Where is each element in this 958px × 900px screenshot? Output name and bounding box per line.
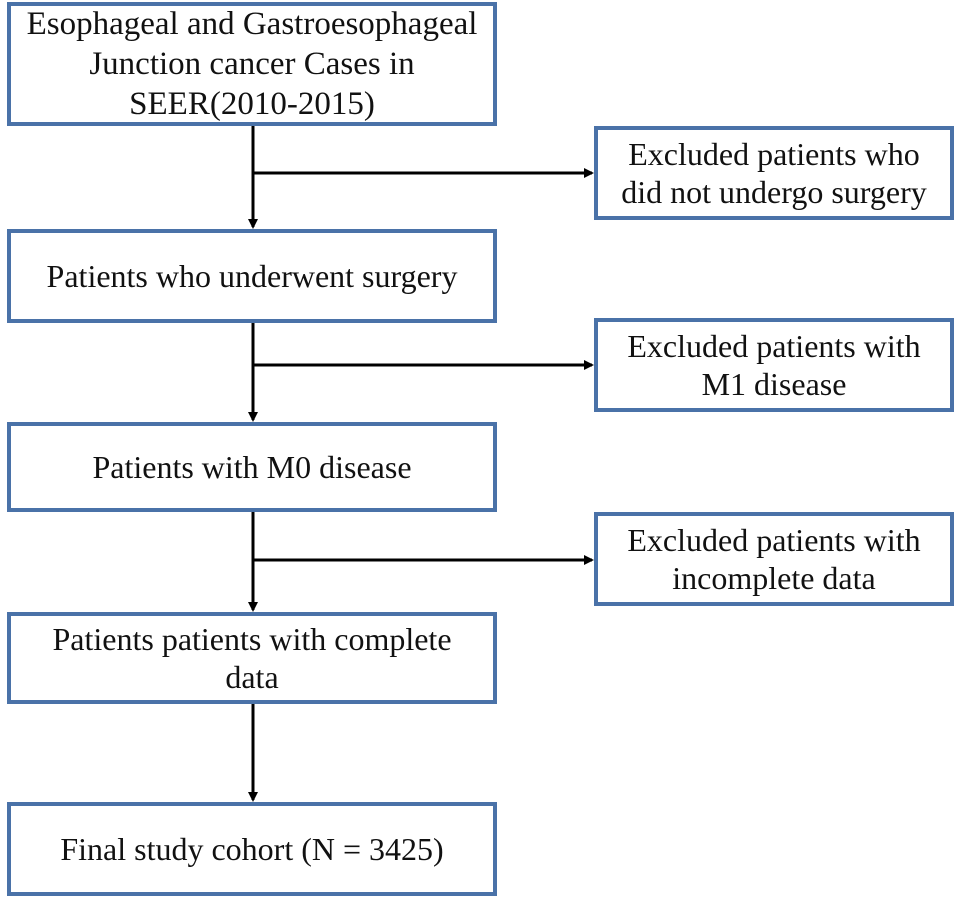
box-initial-cases-line2: Junction cancer Cases in — [89, 45, 415, 82]
box-excluded-m1-line2: M1 disease — [701, 366, 847, 402]
box-complete-data-line2: data — [225, 659, 279, 695]
box-final-cohort-line1: Final study cohort (N = 3425) — [60, 830, 444, 867]
box-excluded-no-surgery-line1: Excluded patients who — [628, 135, 920, 172]
box-excluded-no-surgery: Excluded patients who did not undergo su… — [594, 126, 954, 220]
box-initial-cases: Esophageal and Gastroesophageal Junction… — [7, 2, 497, 126]
box-excluded-m1: Excluded patients with M1 disease — [594, 318, 954, 412]
box-complete-data-line1: Patients patients with complete — [52, 620, 452, 657]
box-initial-cases-line3: SEER(2010-2015) — [129, 86, 375, 123]
box-m0-disease: Patients with M0 disease — [7, 422, 497, 512]
box-excluded-incomplete: Excluded patients with incomplete data — [594, 512, 954, 606]
box-initial-cases-line1: Esophageal and Gastroesophageal — [26, 5, 478, 42]
box-underwent-surgery-line1: Patients who underwent surgery — [46, 257, 458, 294]
box-complete-data: Patients patients with complete data — [7, 612, 497, 704]
box-excluded-no-surgery-line2: did not undergo surgery — [621, 174, 927, 210]
box-m0-disease-line1: Patients with M0 disease — [92, 448, 412, 485]
box-excluded-incomplete-line2: incomplete data — [672, 560, 876, 596]
box-underwent-surgery: Patients who underwent surgery — [7, 229, 497, 323]
box-excluded-incomplete-line1: Excluded patients with — [627, 521, 921, 558]
box-final-cohort: Final study cohort (N = 3425) — [7, 802, 497, 896]
box-excluded-m1-line1: Excluded patients with — [627, 327, 921, 364]
